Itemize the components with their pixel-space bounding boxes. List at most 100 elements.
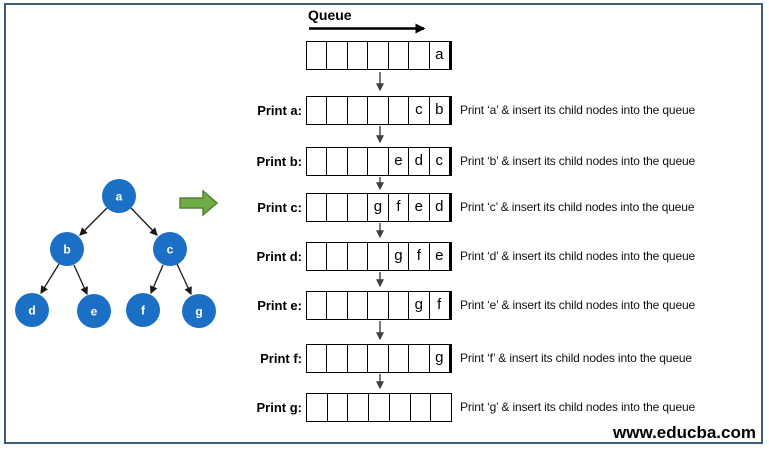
watermark: www.educba.com [613, 423, 756, 442]
queue-box: g f [306, 291, 452, 320]
queue-cell [328, 394, 349, 421]
queue-row-label: Print b: [256, 154, 303, 169]
queue-row-print-d: Print d: g f e Print ‘d’ & insert its ch… [0, 242, 769, 271]
queue-cell [348, 97, 369, 124]
tree-node-f-label: f [141, 304, 146, 318]
queue-row-print-a: Print a: c b Print ‘a’ & insert its chil… [0, 96, 769, 125]
queue-cell [348, 42, 369, 69]
queue-row-label: Print g: [256, 400, 303, 415]
tree-node-d-label: d [28, 304, 35, 318]
queue-cell [390, 394, 411, 421]
queue-row-print-c: Print c: g f e d Print ‘c’ & insert its … [0, 193, 769, 222]
tree-edge-b-d [40, 263, 60, 295]
queue-cell [327, 42, 348, 69]
binary-tree: a b c d e f g [15, 179, 216, 328]
queue-cell [409, 345, 430, 372]
tree-node-e-label: e [91, 305, 98, 319]
queue-cell: e [435, 247, 444, 264]
queue-cell [389, 97, 410, 124]
queue-cell [368, 243, 389, 270]
queue-cell: c [435, 152, 443, 169]
queue-row-label: Print a: [257, 103, 302, 118]
queue-box: g f e d [306, 193, 452, 222]
queue-box [306, 393, 452, 422]
queue-row-description: Print ‘g’ & insert its child nodes into … [460, 400, 696, 414]
tree-edge-a-b [79, 207, 108, 236]
tree-node-e [77, 294, 111, 328]
queue-cell [389, 345, 410, 372]
queue-box: c b [306, 96, 452, 125]
tree-edge-c-g [176, 263, 192, 296]
queue-cell [368, 148, 389, 175]
queue-cell [327, 148, 348, 175]
queue-cell: d [409, 148, 430, 175]
queue-cell [327, 243, 348, 270]
queue-cell [348, 345, 369, 372]
tree-node-b [50, 232, 84, 266]
queue-cell [348, 243, 369, 270]
queue-cell [307, 243, 328, 270]
queue-cell: d [435, 198, 444, 215]
queue-cell [368, 42, 389, 69]
queue-cell [348, 148, 369, 175]
queue-row-description: Print ‘c’ & insert its child nodes into … [460, 200, 695, 214]
tree-edge-b-e [73, 264, 88, 296]
queue-cell: g [368, 194, 389, 221]
queue-cell [431, 394, 451, 421]
queue-cell: f [389, 194, 410, 221]
queue-cell: f [437, 296, 442, 313]
tree-node-g [182, 294, 216, 328]
queue-cell [327, 292, 348, 319]
queue-cell [307, 345, 328, 372]
queue-row-label: Print c: [257, 200, 302, 215]
queue-cell [368, 345, 389, 372]
queue-box: e d c [306, 147, 452, 176]
queue-row-description: Print ‘a’ & insert its child nodes into … [460, 103, 696, 117]
queue-cell: g [389, 243, 410, 270]
queue-row-label: Print d: [256, 249, 303, 264]
tree-node-a-label: a [116, 190, 123, 204]
queue-row-label [225, 41, 302, 70]
queue-row-label: Print e: [257, 298, 302, 313]
queue-row-print-b: Print b: e d c Print ‘b’ & insert its ch… [0, 147, 769, 176]
tree-edge-a-c [130, 207, 158, 236]
tree-node-d [15, 293, 49, 327]
queue-cell: e [389, 148, 410, 175]
queue-row-print-f: Print f: g Print ‘f’ & insert its child … [0, 344, 769, 373]
queue-title: Queue [308, 7, 352, 23]
queue-cell [369, 394, 390, 421]
queue-box: g f e [306, 242, 452, 271]
queue-cell [389, 42, 410, 69]
queue-cell: e [409, 194, 430, 221]
queue-cell [327, 194, 348, 221]
queue-cell [348, 292, 369, 319]
queue-cell [307, 292, 328, 319]
queue-cell [409, 42, 430, 69]
queue-row-description: Print ‘d’ & insert its child nodes into … [460, 249, 696, 263]
queue-cell [327, 345, 348, 372]
tree-node-a [102, 179, 136, 213]
queue-cell [348, 194, 369, 221]
queue-cell: b [435, 101, 444, 118]
tree-node-c-label: c [167, 243, 174, 257]
queue-cell [348, 394, 370, 421]
queue-row-description: Print ‘e’ & insert its child nodes into … [460, 298, 696, 312]
queue-row-description: Print ‘b’ & insert its child nodes into … [460, 154, 696, 168]
queue-cell [368, 97, 389, 124]
queue-row-description: Print ‘f’ & insert its child nodes into … [460, 351, 692, 365]
tree-node-c [153, 232, 187, 266]
queue-cell: f [409, 243, 430, 270]
tree-node-g-label: g [195, 305, 202, 319]
queue-cell [307, 148, 328, 175]
tree-edge-c-f [150, 264, 164, 295]
queue-cell [307, 97, 328, 124]
queue-cell [389, 292, 410, 319]
queue-row-print-e: Print e: g f Print ‘e’ & insert its chil… [0, 291, 769, 320]
queue-row-label: Print f: [260, 351, 302, 366]
tree-node-f [126, 293, 160, 327]
queue-row-print-g: Print g: Print ‘g’ & insert its child no… [0, 393, 769, 422]
queue-cell: a [435, 46, 444, 63]
queue-row-initial: a [0, 41, 769, 70]
tree-node-b-label: b [63, 243, 70, 257]
